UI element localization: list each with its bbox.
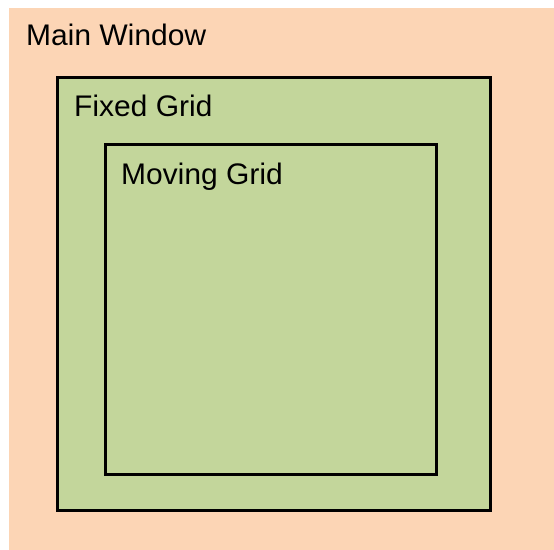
main-window-label: Main Window — [26, 19, 207, 52]
moving-grid-label: Moving Grid — [121, 158, 283, 191]
moving-grid-box: Moving Grid — [104, 143, 438, 476]
fixed-grid-label: Fixed Grid — [74, 90, 213, 123]
main-window-box: Main Window Fixed Grid Moving Grid — [9, 8, 554, 550]
fixed-grid-box: Fixed Grid Moving Grid — [56, 76, 492, 512]
